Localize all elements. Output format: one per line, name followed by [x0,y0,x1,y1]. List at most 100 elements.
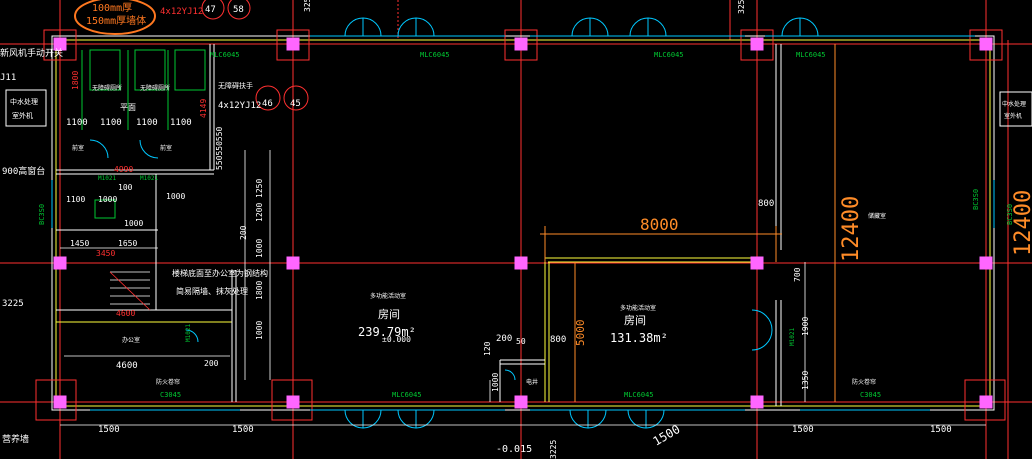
right-dim-12400: 12400 [839,196,864,262]
wash-dim-1450: 1450 [70,239,89,248]
right-box-label-2: 室外机 [1004,112,1022,120]
window-label-top-3: MLC6045 [654,51,684,59]
stair-run [109,271,151,311]
top-circle-a: 47 [205,5,216,15]
left-note-3225: 3225 [2,299,24,309]
stair-dim-200: 200 [204,359,219,368]
toilet-cable-note: 无障碍扶手 [218,81,253,90]
toilet-dim-1100-2: 1100 [100,118,122,128]
bottom-dim-3: 1500 [792,425,814,435]
toilet-dim-4990: 4990 [114,165,133,174]
toilet-dim-1100-1: 1100 [66,118,88,128]
hall-left-name: 房间 [378,308,400,321]
hall-left-small-label: 多功能活动室 [370,292,406,300]
toilet-room-b: 无障碍厕所 [140,84,170,92]
wash-dim-1000-row: 1000 [98,195,117,204]
center-elec: 电井 [526,378,538,386]
right-dim-325: 325 [737,0,746,14]
left-equipment-box [5,89,47,127]
window-label-bottom-1: MLC6045 [392,391,422,399]
window-label-top-1: MLC6045 [210,51,240,59]
column-outlines [35,29,1006,421]
stair-note-2: 简易隔墙、抹灰处理 [176,286,248,296]
toilet-circle-b: 45 [290,99,301,109]
reference-circles [201,0,309,111]
left-side-window-label: BC3S0 [38,204,46,225]
left-box-label-1: 中水处理 [10,97,38,106]
window-label-small-1: C3045 [160,391,181,399]
toilet-room-a: 无障碍厕所 [92,84,122,92]
center-dim-1350: 1350 [801,371,810,390]
stair-dim-4600-top: 4600 [116,309,135,318]
orange-dimensions [540,44,836,402]
top-axis-dim: 325 [303,0,312,12]
bottom-dim-2: 1500 [232,425,254,435]
wash-dim-3450: 3450 [96,249,115,258]
center-dim-120: 120 [483,341,492,356]
center-dim-50: 50 [516,337,526,346]
toilet-dims-550: 550550550 [215,126,224,170]
stair-note-1: 楼梯底面至办公室为钢结构 [172,268,268,278]
center-dim-200: 200 [496,334,512,344]
stair-room: 办公室 [122,336,140,344]
center-dim-8000: 8000 [640,215,679,234]
center-dim-800r: 800 [758,199,774,209]
vdim-1800: 1800 [255,281,264,300]
left-note-j11: J11 [0,73,16,83]
left-note-install: 新风机手动开关 [0,47,63,59]
toilet-door-b: M1021 [140,175,158,182]
bottom-label-2: 防火卷帘 [852,378,876,386]
wash-dim-1000: 1000 [166,192,185,201]
wash-dim-100: 100 [118,183,133,192]
window-label-small-2: C3045 [860,391,881,399]
wash-dim-1100: 1100 [66,195,85,204]
window-label-top-2: MLC6045 [420,51,450,59]
toilet-dim-4149: 4149 [199,99,208,118]
center-dim-3225b: 3225 [549,440,558,459]
toilet-dim-1800: 1800 [71,71,80,90]
stair-dim-4600: 4600 [116,361,138,371]
toilet-partitions [81,49,206,219]
handwritten-note-1: 100mm厚 [92,2,132,14]
vdim-200: 200 [239,225,248,240]
bottom-dim-1: 1500 [98,425,120,435]
left-note-bottom: 营养墙 [2,433,29,445]
bottom-label-1: 防火卷帘 [156,378,180,386]
left-note-900: 900高窗台 [2,165,45,177]
hall-right-name: 房间 [624,314,646,327]
wash-dim-1000b: 1000 [124,219,143,228]
toilet-plane-label: 平面 [120,103,136,112]
toilet-dim-1100-3: 1100 [136,118,158,128]
center-level-low: -0.015 [496,444,532,455]
window-strips [51,35,995,411]
toilet-door-a: M1021 [98,175,116,182]
hall-left-level: ±0.000 [382,335,411,344]
hall-right-area: 131.38m² [610,331,668,345]
vdim-1000b: 1000 [255,321,264,340]
door-swings [89,17,819,429]
right-dim-12400-edge: 12400 [1011,190,1032,256]
toilet-tag-b: 前室 [160,144,172,152]
bottom-dim-4: 1500 [930,425,952,435]
vdim-1000: 1000 [255,239,264,258]
handwritten-note-2: 150mm厚墙体 [86,14,146,27]
center-dim-800: 800 [550,335,566,345]
hall-right-small-label: 多功能活动室 [620,304,656,312]
window-label-bottom-2: MLC6045 [624,391,654,399]
handwritten-circle [74,0,156,35]
center-dim-700: 700 [793,267,802,282]
left-box-label-2: 室外机 [12,111,33,120]
center-dim-1000: 1000 [491,373,500,392]
wash-dim-1650: 1650 [118,239,137,248]
vdim-1250: 1250 [255,179,264,198]
top-cable-label: 4x12YJ12 [160,7,203,17]
hall-left-area: 239.79m² [358,325,416,339]
stair-door: M1021 [185,324,192,342]
dimension-lines [60,150,986,426]
toilet-circle-a: 46 [262,99,273,109]
right-room-label: 储藏室 [868,212,886,220]
window-label-top-4: MLC6045 [796,51,826,59]
toilet-tag-a: 前室 [72,144,84,152]
